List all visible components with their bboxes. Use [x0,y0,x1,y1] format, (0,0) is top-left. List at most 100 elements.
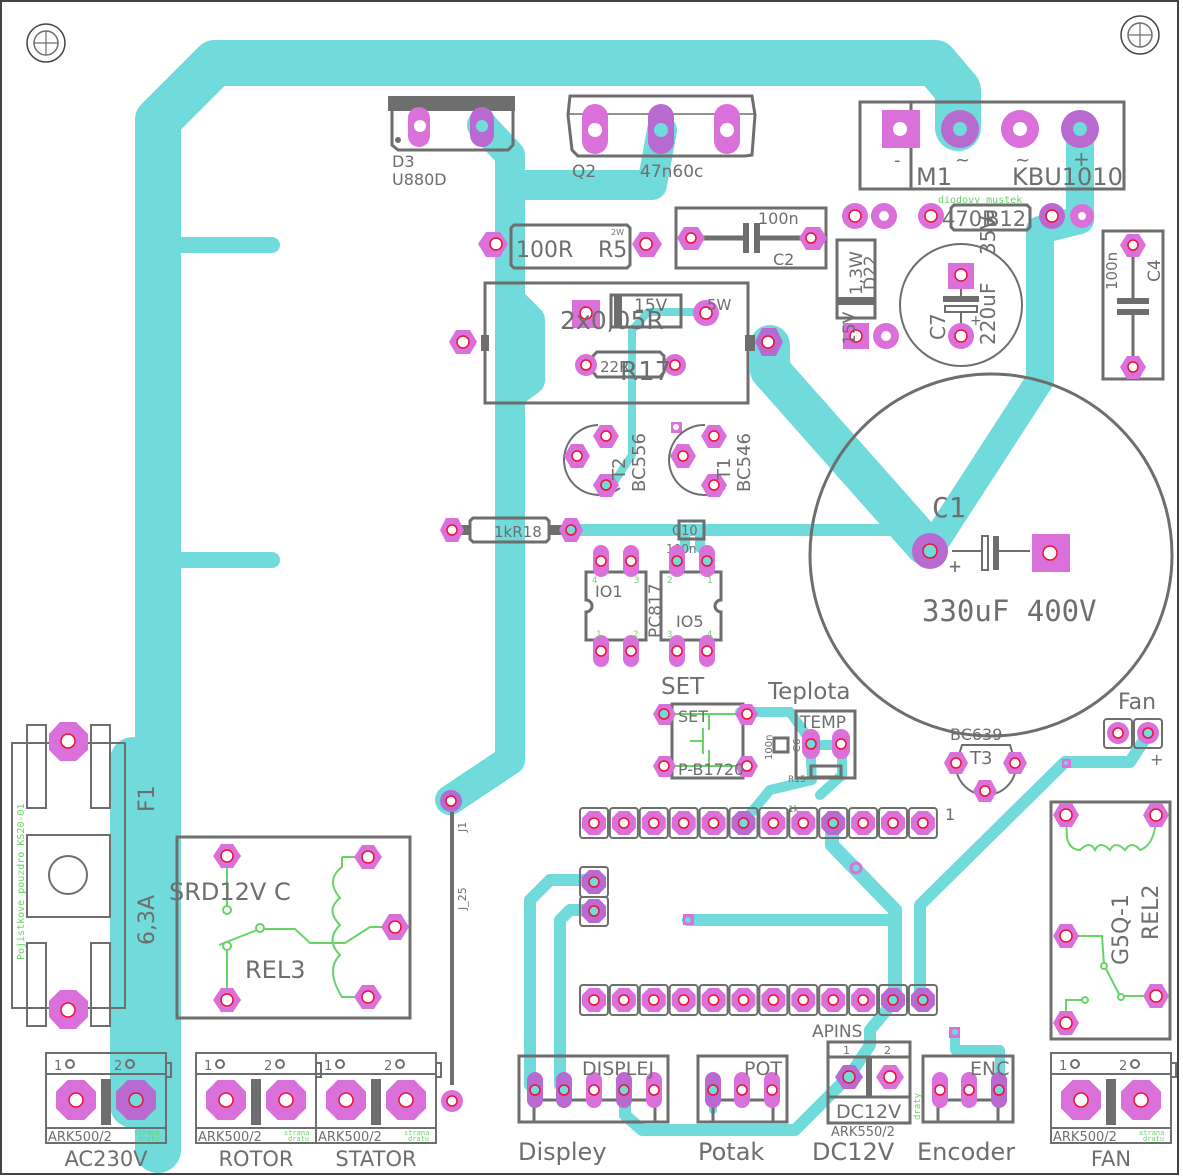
component-io5[interactable]: IO5 2 1 3 4 [659,545,723,667]
header-pin[interactable] [668,984,699,1016]
component-q2[interactable]: Q2 47n60c [566,94,757,182]
svg-text:4: 4 [707,630,712,640]
header-bottom-strip[interactable] [579,984,938,1016]
trace-enc [950,1027,1005,1090]
component-c1[interactable]: C1 + 330uF 400V [808,372,1174,738]
header-pin[interactable] [788,807,819,839]
connector-pin[interactable] [705,1072,721,1108]
connector-pin[interactable] [527,1072,543,1108]
connector-pin[interactable] [961,1072,977,1108]
m1-note: diodovy mustek [938,195,1022,206]
header-pin[interactable] [608,807,639,839]
header-pin[interactable] [848,984,879,1016]
svg-text:2: 2 [884,1044,891,1057]
d3-value: U880D [392,170,447,189]
component-t1[interactable]: T1 BC546 [668,422,755,497]
terminal-type: ARK500/2 [1053,1130,1117,1145]
connector-pin[interactable] [556,1072,572,1108]
connector-pin[interactable] [991,1072,1007,1108]
header-pin[interactable] [907,984,938,1016]
svg-text:+: + [1073,147,1090,171]
component-io1[interactable]: IO1 4 3 1 2 PC817 [584,545,666,667]
header-pin[interactable] [728,807,759,839]
connector-displej[interactable]: DISPLEJ Displey [517,1054,670,1166]
header-pin[interactable] [698,984,729,1016]
component-rel2[interactable]: G5Q-1 REL2 [1049,800,1172,1041]
connector-pin[interactable] [932,1072,948,1108]
component-jumper[interactable]: J1 J_25 [440,790,469,1112]
svg-text:+: + [970,313,982,329]
svg-text:1: 1 [596,630,601,640]
component-c2[interactable]: 100n C2 [674,206,828,270]
connector-pin[interactable] [646,1072,662,1108]
c7-label: C7 [926,313,950,340]
m1-value: KBU1010 [1012,163,1123,191]
connector-pin[interactable] [764,1072,780,1108]
mounting-hole-top-right [1120,15,1160,55]
c1-label: C1 [932,491,966,524]
component-r470[interactable]: 470R B12 [918,203,1094,232]
svg-text:220uF: 220uF [976,283,1000,345]
component-d3[interactable]: D3 U880D [388,96,515,189]
component-fan-header[interactable]: Fan + [1062,690,1163,769]
header-pin[interactable] [878,807,908,839]
component-m1-bridge[interactable]: - ~ ~ + M1 KBU1010 diodovy mustek [858,100,1126,206]
header-pin[interactable] [818,807,849,839]
component-c4[interactable]: 100n C4 [1101,229,1165,381]
component-t2[interactable]: T2 BC556 [563,424,650,497]
connector-pin[interactable] [586,1072,602,1108]
header-top-strip[interactable] [579,807,938,839]
connector-pin[interactable] [616,1072,632,1108]
header-pin[interactable] [907,807,938,839]
component-f1[interactable]: F1 6,3A Pojistkove pouzdro KS20-01 [11,722,160,1029]
header-pin[interactable] [579,896,609,927]
component-set-switch[interactable]: SET SET P-B1720 [653,674,758,780]
header-pin[interactable] [818,984,849,1016]
svg-text:dratu: dratu [1143,1135,1164,1143]
svg-text:4: 4 [592,576,597,586]
component-t3[interactable]: BC639 T3 [944,725,1027,802]
component-r5[interactable]: 100R R5 2W [478,223,662,270]
component-d22[interactable]: 1,3W D22 15V [835,203,899,349]
svg-text:DISPLEJ: DISPLEJ [582,1058,654,1080]
header-pin[interactable] [579,866,609,898]
header-pin[interactable] [788,984,819,1016]
svg-text:+: + [1150,750,1163,769]
header-pin[interactable] [728,984,759,1016]
connector-dc12v[interactable]: 1 2 DC12V ARK550/2 draty DC12V [812,1040,923,1166]
component-c7[interactable]: C7 220uF 35V + [899,216,1023,367]
header-pin[interactable] [878,984,908,1016]
header-small[interactable] [579,866,609,927]
svg-text:1,3W: 1,3W [847,251,867,295]
connector-enc[interactable]: ENC Encoder [917,1054,1015,1166]
header-pin[interactable] [579,984,609,1016]
component-r17[interactable]: 2x0,05R 15V 5W 22R R17 [449,281,783,405]
connector-pin[interactable] [734,1072,750,1108]
svg-text:strana: strana [1139,1129,1164,1137]
header-pin[interactable] [848,807,879,839]
header-pin[interactable] [638,984,669,1016]
pin-number: 1 [324,1059,332,1074]
header-pin[interactable] [668,807,699,839]
svg-text:35V: 35V [976,216,1000,255]
header-pin[interactable] [608,984,639,1016]
svg-text:B12: B12 [985,207,1026,231]
header-pin[interactable] [758,984,789,1016]
header-pin[interactable] [758,807,789,839]
component-temp[interactable]: Teplota TEMP 100n C6 R15 1k [764,679,857,815]
header-pin[interactable] [638,807,669,839]
trace-d3-q2 [435,110,525,815]
connector-pot[interactable]: POT Potak [696,1054,789,1166]
svg-text:100n: 100n [758,209,799,228]
header-pin[interactable] [698,807,729,839]
c1-value: 330uF 400V [922,594,1097,628]
header-pin[interactable] [579,807,609,839]
r5-label: R5 [598,238,627,263]
component-r18[interactable]: 1kR18 [440,516,583,544]
component-rel3[interactable]: SRD12V C REL3 [169,835,412,1020]
svg-text:R15: R15 [788,775,806,785]
